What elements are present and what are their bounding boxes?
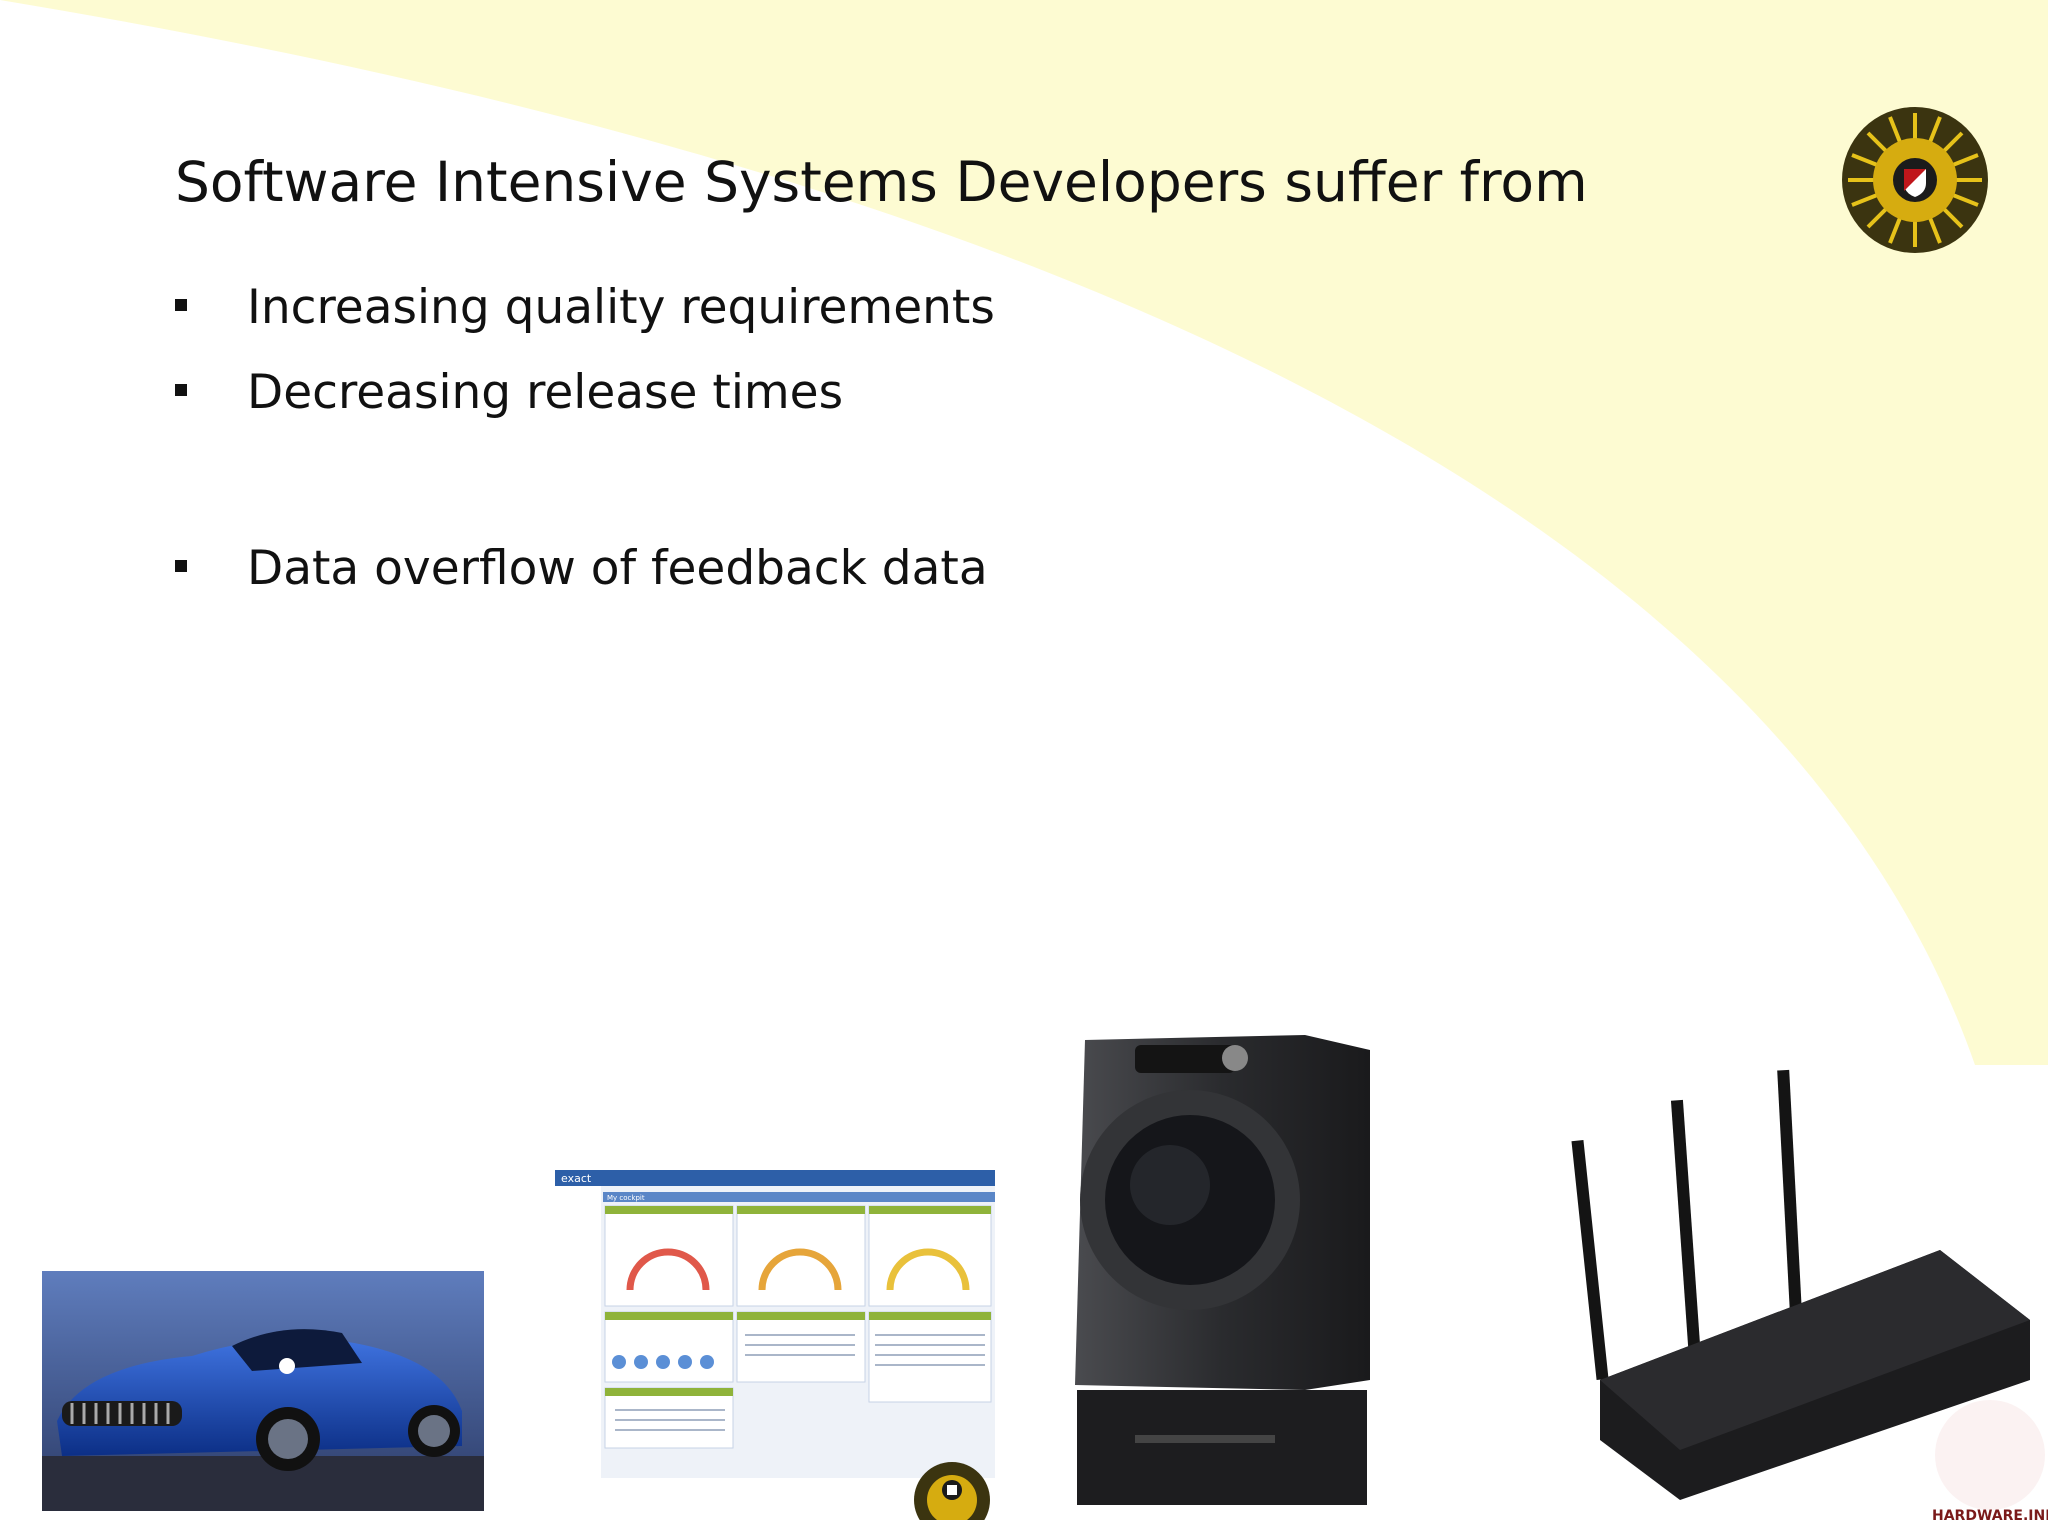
bullet-square-icon — [175, 383, 187, 396]
bullet-square-icon — [175, 298, 187, 311]
dashboard-screenshot-image: exact My cockpit — [555, 1170, 995, 1478]
bullet-text: Decreasing release times — [247, 365, 844, 420]
sports-car-image — [42, 1271, 484, 1511]
small-seal-icon — [914, 1462, 990, 1520]
bullet-text: Increasing quality requirements — [247, 280, 995, 335]
router-watermark: HARDWARE.INFO — [1932, 1508, 2048, 1524]
wireless-router-image: HARDWARE.INFO — [1571, 1069, 2048, 1524]
bullet-item: Decreasing release times — [175, 365, 843, 420]
university-seal-icon — [1842, 107, 1988, 253]
dashboard-heading: My cockpit — [607, 1194, 645, 1202]
bullet-square-icon — [175, 559, 187, 572]
bullet-text: Data overflow of feedback data — [247, 541, 988, 596]
slide-title: Software Intensive Systems Developers su… — [175, 150, 1588, 214]
dashboard-brand: exact — [561, 1172, 592, 1185]
washing-machine-image — [1075, 1035, 1370, 1505]
bullet-item: Data overflow of feedback data — [175, 541, 988, 596]
bullet-item: Increasing quality requirements — [175, 280, 995, 335]
